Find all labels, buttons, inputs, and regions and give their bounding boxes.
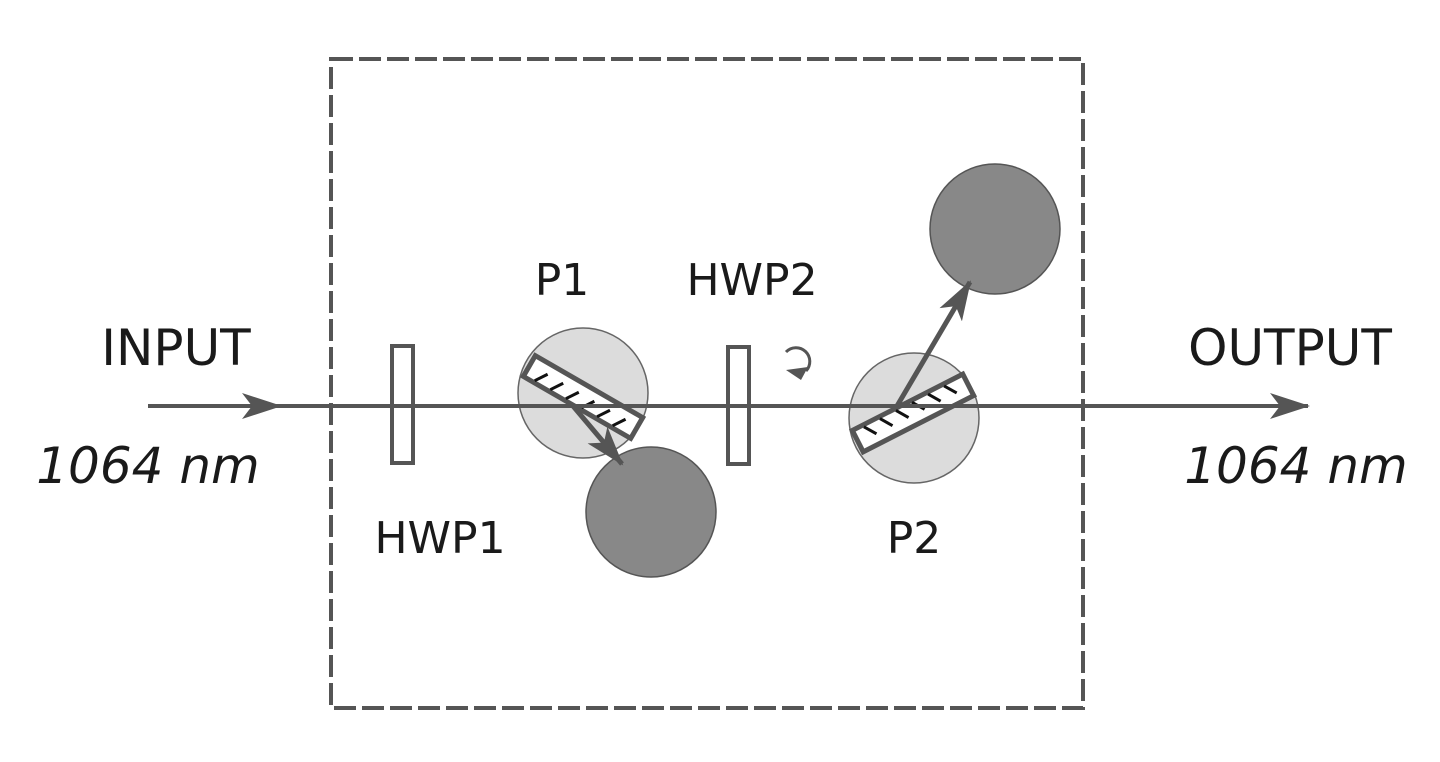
hwp1-label: HWP1 [374, 513, 505, 564]
beam-dump-1 [585, 446, 717, 578]
output-label: OUTPUT [1188, 319, 1392, 377]
p1-label: P1 [535, 255, 590, 306]
p2-reflected-beam [894, 280, 973, 408]
input-wavelength: 1064 nm [36, 437, 260, 495]
polarizer-p2-plate [848, 370, 978, 456]
beam-dump-2 [929, 163, 1061, 295]
hwp2-plate [726, 345, 751, 466]
p2-label: P2 [887, 513, 942, 564]
rotate-icon [784, 346, 812, 380]
enclosure-dashed-box [329, 57, 1085, 710]
hwp1-plate [390, 344, 415, 465]
hwp2-label: HWP2 [686, 255, 817, 306]
input-label: INPUT [101, 319, 251, 377]
output-wavelength: 1064 nm [1184, 437, 1408, 495]
p1-reflected-beam [571, 404, 624, 466]
